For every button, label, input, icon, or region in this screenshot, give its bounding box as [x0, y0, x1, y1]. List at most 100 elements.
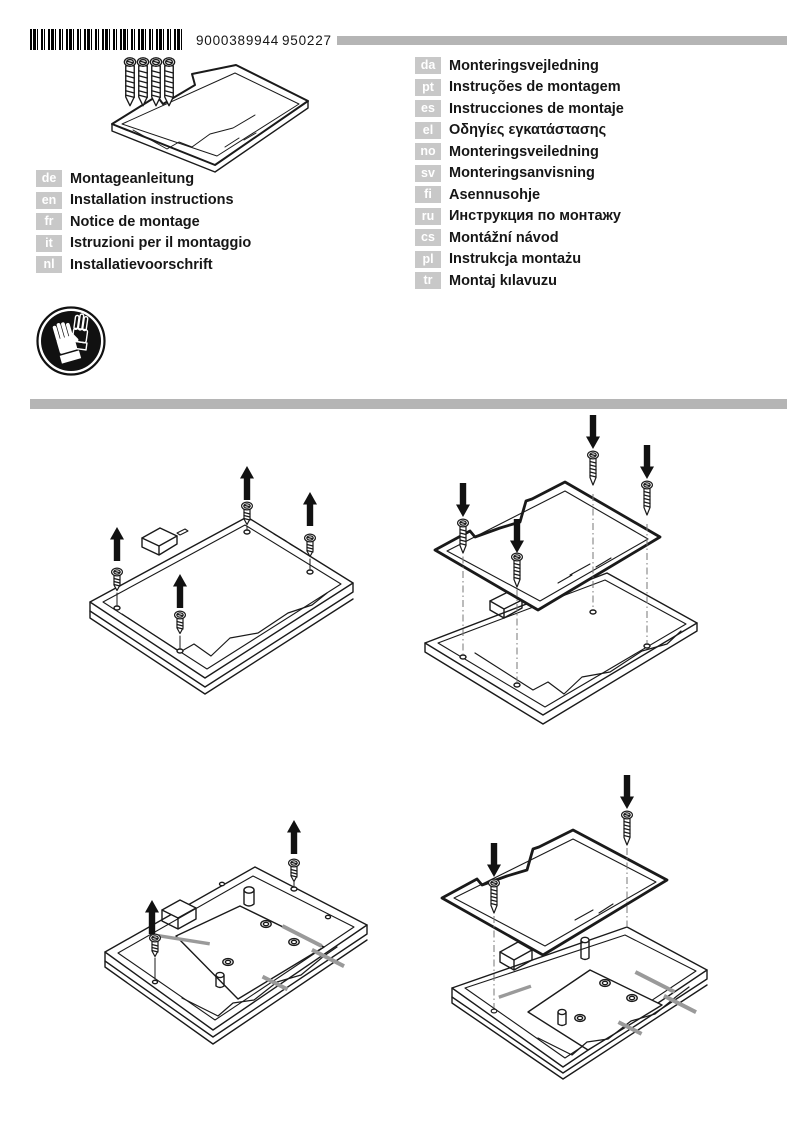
connector-box	[499, 949, 533, 971]
vent-slots	[273, 533, 303, 552]
revision-number: 950227	[282, 33, 332, 48]
figure-step-1	[89, 466, 354, 695]
hob-top-face	[424, 572, 698, 716]
arrow-down-icon	[640, 445, 654, 479]
document-number: 9000389944	[196, 33, 280, 48]
screw-hole	[176, 648, 184, 654]
arrow-down-icon	[620, 775, 634, 809]
gray-slot	[311, 948, 345, 968]
language-title: Notice de montage	[70, 213, 200, 230]
connector-box	[489, 599, 523, 619]
stud	[580, 939, 590, 961]
parts-overview-figure	[111, 57, 309, 173]
language-code-badge: da	[415, 57, 441, 74]
gray-slot	[617, 1020, 643, 1036]
hob-contour	[181, 946, 338, 1017]
screw-icon	[136, 57, 150, 107]
screw-icon	[288, 858, 300, 883]
language-code-badge: cs	[415, 229, 441, 246]
cover-inner-line	[453, 838, 657, 947]
stud	[557, 1008, 567, 1016]
gray-slot	[281, 924, 323, 948]
gray-slot	[498, 984, 532, 999]
language-title: Montaj kılavuzu	[449, 272, 557, 289]
screw-icon	[620, 810, 634, 846]
language-entry: en Installation instructions	[36, 191, 251, 209]
language-entry: pl Instrukcja montażu	[415, 250, 624, 268]
screw-hole	[113, 605, 121, 611]
stud	[580, 936, 590, 944]
language-title: Instruções de montagem	[449, 79, 621, 95]
screw-hole	[589, 609, 597, 615]
language-title: Instrukcja montażu	[449, 251, 582, 267]
screw-hole	[151, 979, 159, 985]
language-entry: fi Asennusohje	[415, 186, 624, 203]
language-title: Monteringsveiledning	[449, 143, 599, 160]
barcode	[30, 29, 184, 50]
figure-step-4	[440, 775, 708, 1080]
screw-hole	[306, 569, 314, 575]
arrow-down-icon	[456, 483, 470, 517]
screw-guide-line	[154, 881, 295, 980]
cover-panel-outline	[440, 828, 669, 957]
cover-inner-line	[121, 72, 300, 157]
language-list-left: de Montageanleitung en Installation instru…	[36, 170, 251, 273]
language-code-badge: pt	[415, 78, 441, 96]
hob-edge-band	[89, 598, 354, 695]
screw-icon	[586, 450, 600, 486]
arrow-up-icon	[240, 466, 254, 500]
language-code-badge: de	[36, 170, 62, 187]
plate-hole	[224, 959, 232, 965]
screw-icon	[640, 480, 654, 516]
language-code-badge: no	[415, 143, 441, 160]
connector-stub	[176, 528, 189, 536]
cover-slots	[557, 557, 612, 584]
hob-inner-line	[102, 524, 342, 670]
cover-slots	[224, 132, 257, 148]
gray-slot	[663, 994, 697, 1014]
language-entry: de Montageanleitung	[36, 170, 251, 187]
screw-hole	[243, 529, 251, 535]
language-entry: nl Installatievoorschrift	[36, 256, 251, 273]
screw-guide-line	[116, 525, 311, 649]
connector-box	[141, 527, 178, 547]
screw-hole	[513, 682, 521, 688]
hob-inner-line	[464, 934, 697, 1059]
language-code-badge: fr	[36, 213, 62, 230]
screw-icon	[162, 57, 176, 107]
cover-slots	[574, 903, 614, 921]
plate-hole	[601, 980, 609, 986]
language-title: Οδηγίες εγκατάστασης	[449, 122, 607, 138]
arrow-up-icon	[287, 820, 301, 854]
language-code-badge: sv	[415, 164, 441, 182]
rim-hole	[324, 914, 332, 920]
language-code-badge: nl	[36, 256, 62, 273]
language-code-badge: fi	[415, 186, 441, 203]
language-title: Monteringsvejledning	[449, 57, 599, 74]
language-entry: el Οδηγίες εγκατάστασης	[415, 121, 624, 139]
language-list-right: da Monteringsvejledning pt Instruções de m…	[415, 57, 624, 289]
hob-edge-band	[104, 939, 368, 1045]
wear-protective-gloves-icon	[36, 306, 106, 376]
figure-step-3	[104, 820, 368, 1045]
language-title: Instrucciones de montaje	[449, 100, 624, 117]
language-title: Montageanleitung	[70, 170, 195, 187]
screw-hole	[459, 654, 467, 660]
arrow-up-icon	[303, 492, 317, 526]
stud	[215, 971, 225, 979]
plate-hole	[290, 939, 298, 945]
screw-hole	[490, 1008, 498, 1014]
language-title: Installatievoorschrift	[70, 256, 213, 273]
language-code-badge: pl	[415, 250, 441, 268]
language-entry: da Monteringsvejledning	[415, 57, 624, 74]
language-title: Installation instructions	[70, 192, 234, 208]
language-code-badge: el	[415, 121, 441, 139]
language-title: Asennusohje	[449, 186, 541, 203]
language-code-badge: en	[36, 191, 62, 209]
rim-hole	[218, 881, 226, 887]
